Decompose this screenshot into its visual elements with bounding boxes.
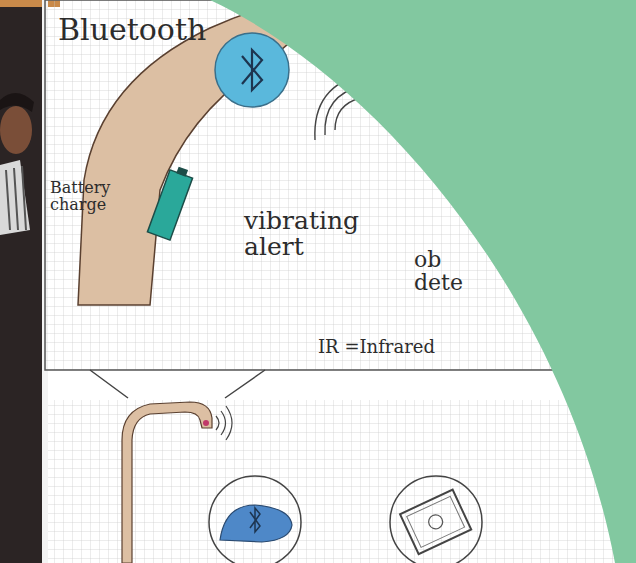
sketch-label: ob dete bbox=[414, 248, 474, 294]
photo-strip bbox=[0, 0, 42, 563]
green-overlay bbox=[210, 0, 636, 563]
person-face bbox=[0, 106, 32, 154]
bluetooth-symbol bbox=[242, 50, 262, 90]
grid-paper bbox=[48, 400, 636, 563]
person-tie bbox=[6, 166, 26, 230]
ir-sensor bbox=[203, 420, 209, 426]
earpiece-icon bbox=[220, 505, 292, 542]
earpiece-circle bbox=[209, 476, 301, 563]
small-waves bbox=[216, 406, 232, 440]
person-shirt bbox=[0, 160, 30, 235]
bluetooth-circle bbox=[215, 33, 289, 107]
small-bluetooth-symbol bbox=[250, 508, 260, 532]
phone-icon bbox=[400, 490, 471, 554]
person-hair bbox=[0, 93, 34, 112]
battery-icon bbox=[147, 164, 194, 240]
sketch-label: vibrating alert bbox=[244, 208, 364, 261]
phone-circle bbox=[390, 476, 482, 563]
sketch-label: Battery charge bbox=[50, 180, 125, 214]
zoom-lines bbox=[90, 370, 265, 398]
sketch-label: IR =Infrared bbox=[318, 338, 498, 357]
cane bbox=[122, 402, 212, 563]
sketch-label: Bluetooth bbox=[58, 14, 228, 46]
